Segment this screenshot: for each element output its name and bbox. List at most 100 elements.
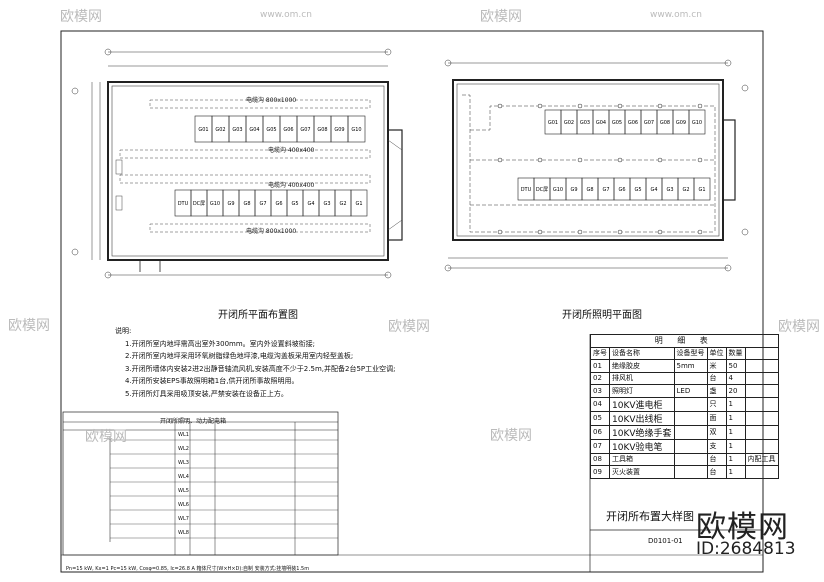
- cabinet-label: G10: [351, 127, 361, 133]
- cabinet-label: G1: [355, 201, 362, 207]
- watermark-brand: 欧模网: [60, 9, 102, 25]
- notes-heading: 说明:: [115, 327, 132, 335]
- materials-header: 单位: [706, 346, 727, 360]
- left-plan-title: 开闭所平面布置图: [218, 310, 298, 321]
- materials-caption: 明 细 表: [590, 334, 779, 348]
- watermark-brand: 欧模网: [85, 429, 127, 445]
- cabinet-label: G09: [334, 127, 344, 133]
- cabinet-label: G04: [596, 120, 606, 126]
- cabinet-label: DC屏: [193, 201, 205, 207]
- watermark-brand: 欧模网: [8, 318, 50, 334]
- cabinet-label: DTU: [521, 187, 532, 193]
- cabinet-label: G01: [198, 127, 208, 133]
- ceiling-lamp: [537, 103, 543, 109]
- cabinet-label: G4: [650, 187, 657, 193]
- cabinet-label: G02: [215, 127, 225, 133]
- brand-logo-text: 欧模网: [696, 510, 789, 545]
- trench-label: 电缆沟 800x1000: [246, 97, 297, 104]
- circuit-label: WL1: [178, 432, 189, 438]
- cabinet-label: G9: [227, 201, 234, 207]
- circuit-label: WL6: [178, 502, 189, 508]
- cabinet-label: G09: [676, 120, 686, 126]
- trench-label: 电缆沟 800x1000: [246, 228, 297, 235]
- cabinet-label: G05: [612, 120, 622, 126]
- materials-header: 序号: [590, 346, 610, 360]
- cabinet-label: G10: [692, 120, 702, 126]
- ceiling-lamp: [617, 103, 623, 109]
- cabinet-label: G8: [243, 201, 250, 207]
- ceiling-lamp: [537, 157, 543, 163]
- cabinet-label: G03: [232, 127, 242, 133]
- ceiling-lamp: [657, 103, 663, 109]
- ceiling-lamp: [657, 229, 663, 235]
- cabinet-label: G03: [580, 120, 590, 126]
- switchgear-cabinet: [347, 115, 366, 143]
- cabinet-label: G08: [317, 127, 327, 133]
- cabinet-label: G5: [634, 187, 641, 193]
- cabinet-label: G7: [602, 187, 609, 193]
- cabinet-label: G10: [210, 201, 220, 207]
- watermark-site: www.om.cn: [260, 10, 312, 20]
- ceiling-lamp: [497, 229, 503, 235]
- cabinet-label: G3: [666, 187, 673, 193]
- cabinet-label: G5: [291, 201, 298, 207]
- circuit-label: WL7: [178, 516, 189, 522]
- ceiling-lamp: [697, 103, 703, 109]
- cabinet-label: G4: [307, 201, 314, 207]
- ceiling-lamp: [657, 157, 663, 163]
- ceiling-lamp: [497, 157, 503, 163]
- circuit-label: WL8: [178, 530, 189, 536]
- watermark-brand: 欧模网: [388, 319, 430, 335]
- cabinet-label: G07: [644, 120, 654, 126]
- right-plan-title: 开闭所照明平面图: [562, 310, 642, 321]
- cabinet-label: G01: [548, 120, 558, 126]
- ceiling-lamp: [697, 229, 703, 235]
- cabinet-label: G7: [259, 201, 266, 207]
- cabinet-label: G6: [618, 187, 625, 193]
- ceiling-lamp: [537, 229, 543, 235]
- watermark-brand: 欧模网: [778, 319, 820, 335]
- switchgear-cabinet: [693, 177, 711, 201]
- schedule-title: 开闭所照明、动力配电箱: [160, 418, 227, 425]
- materials-header: 数量: [725, 346, 746, 360]
- note-item: 1.开闭所室内地坪需高出室外300mm。室内外设置斜坡衔接;: [125, 339, 316, 348]
- cabinet-label: G06: [628, 120, 638, 126]
- schedule-footer: Pn=15 kW, Kx=1 Pc=15 kW, Cosφ=0.85, Ic=2…: [66, 566, 310, 572]
- cabinet-label: G02: [564, 120, 574, 126]
- cabinet-label: DTU: [178, 201, 189, 207]
- circuit-label: WL2: [178, 446, 189, 452]
- ceiling-lamp: [617, 157, 623, 163]
- circuit-label: WL4: [178, 474, 189, 480]
- cabinet-label: G04: [249, 127, 259, 133]
- cabinet-label: G08: [660, 120, 670, 126]
- ceiling-lamp: [577, 157, 583, 163]
- cabinet-label: G8: [586, 187, 593, 193]
- watermark-site: www.om.cn: [650, 10, 702, 20]
- sheet-frame: [60, 30, 764, 573]
- cabinet-label: G10: [553, 187, 563, 193]
- trench-label: 电缆沟 400x400: [268, 182, 315, 189]
- ceiling-lamp: [497, 103, 503, 109]
- materials-header: 设备型号: [673, 346, 708, 360]
- note-item: 4.开闭所安装EPS事故照明箱1台,供开闭所事故照明用。: [125, 377, 299, 385]
- cabinet-label: G2: [339, 201, 346, 207]
- switchgear-cabinet: [688, 109, 706, 135]
- circuit-label: WL3: [178, 460, 189, 466]
- watermark-brand: 欧模网: [490, 428, 532, 444]
- cabinet-label: G06: [283, 127, 293, 133]
- cabinet-label: G3: [323, 201, 330, 207]
- drawing-title: 开闭所布置大样图: [606, 510, 694, 523]
- materials-header: 设备名称: [609, 346, 675, 360]
- trench-label: 电缆沟 400x400: [268, 147, 315, 154]
